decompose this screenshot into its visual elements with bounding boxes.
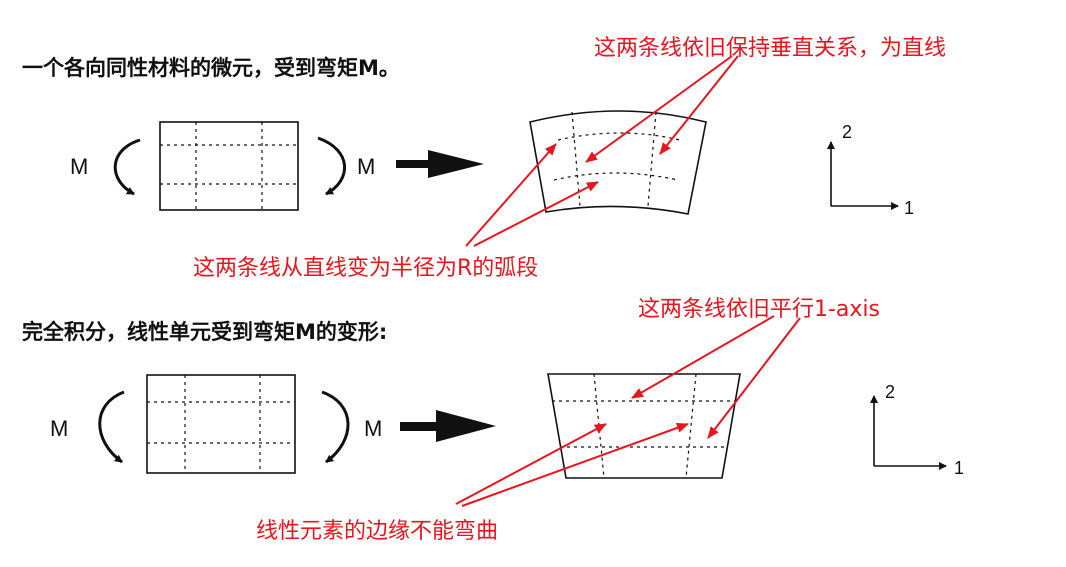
bottom-diagram: M M 2 1 [50,315,964,507]
axes-bottom: 2 1 [870,382,964,478]
note-arc-lines: 这两条线从直线变为半径为R的弧段 [193,256,539,281]
axis-2-label-top: 2 [842,122,852,142]
moment-label-left-bottom: M [50,416,68,441]
moment-arrow-right-bottom [321,390,350,464]
deformed-trapezoid-element [547,373,741,479]
heading-isotropic-element: 一个各向同性材料的微元，受到弯矩M。 [22,56,400,80]
moment-label-right: M [357,154,375,179]
moment-label-right-bottom: M [364,416,382,441]
top-diagram: M M 2 1 [70,55,914,247]
note-edges-no-bend: 线性元素的边缘不能弯曲 [256,519,499,544]
deformed-curved-element [529,110,707,215]
heading-linear-element: 完全积分，线性单元受到弯矩M的变形: [22,320,388,344]
axes-top: 2 1 [827,122,914,218]
annotation-arrows-top [465,55,739,247]
annotation-arrows-bottom [455,315,801,507]
moment-arrow-left-bottom [98,390,125,464]
axis-1-label-top: 1 [904,198,914,218]
note-parallel-lines: 这两条线依旧平行1-axis [638,297,881,322]
moment-arrow-left [113,138,141,196]
axis-2-label-bottom: 2 [885,382,895,402]
moment-label-left: M [70,154,88,179]
transition-arrow-bottom [400,410,496,442]
note-vertical-lines: 这两条线依旧保持垂直关系，为直线 [594,36,947,61]
undeformed-element-bottom [146,374,296,474]
moment-arrow-right [317,136,346,196]
axis-1-label-bottom: 1 [954,458,964,478]
undeformed-element [159,121,299,211]
transition-arrow-top [396,150,484,178]
